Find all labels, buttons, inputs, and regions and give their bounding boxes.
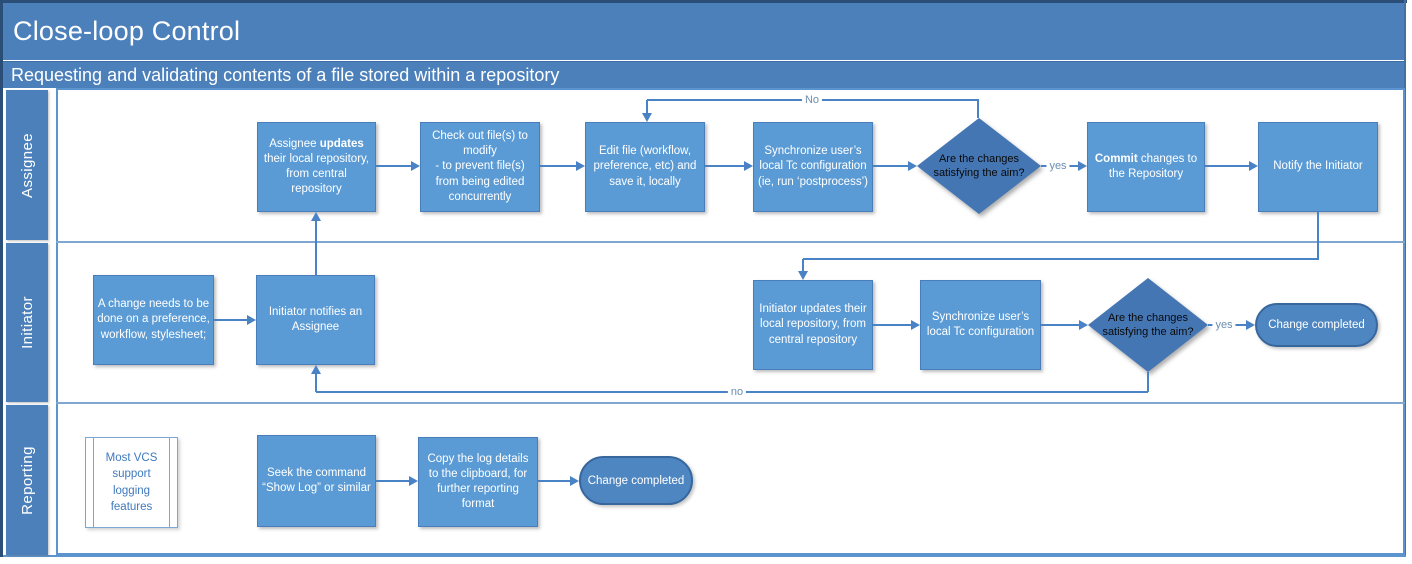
frame-top-border [0, 0, 1407, 3]
node-copy-log-details: Copy the log details to the clipboard, f… [418, 437, 538, 527]
line-segment [1147, 372, 1149, 392]
line-segment [873, 165, 908, 167]
diagram-subtitle: Requesting and validating contents of a … [11, 64, 560, 85]
decision-changes-satisfying-initiator: Are the changes satisfying the aim? [1088, 278, 1208, 372]
node-change-needed: A change needs to be done on a preferenc… [93, 275, 214, 365]
arrowhead-right [411, 161, 420, 171]
line-segment [540, 165, 576, 167]
arrowhead-down [642, 113, 652, 122]
lane-label-assignee: Assignee [6, 90, 48, 240]
edge-label-yes: yes [1046, 160, 1070, 172]
arrowhead-right [1079, 320, 1088, 330]
arrowhead-right [1249, 161, 1258, 171]
line-segment [315, 374, 317, 392]
line-segment [1205, 165, 1249, 167]
edge-label-no: No [801, 94, 823, 106]
node-checkout-files: Check out file(s) to modify - to prevent… [420, 122, 540, 212]
line-segment [538, 480, 570, 482]
arrowhead-right [1078, 161, 1087, 171]
line-segment [1317, 212, 1319, 259]
decision-changes-satisfying-assignee: Are the changes satisfying the aim? [917, 118, 1041, 214]
line-segment [376, 480, 409, 482]
arrowhead-right [911, 320, 920, 330]
lane-divider-assignee-initiator [56, 241, 1405, 243]
node-sync-tc-postprocess: Synchronize user’s local Tc configuratio… [753, 122, 873, 212]
line-segment [802, 259, 804, 272]
diagram-title-band: Close-loop Control [3, 3, 1404, 60]
edge-label-yes: yes [1212, 319, 1236, 331]
arrowhead-right [409, 476, 418, 486]
arrowhead-right [1246, 320, 1255, 330]
node-notify-initiator: Notify the Initiator [1258, 122, 1378, 212]
arrowhead-down [798, 271, 808, 280]
line-segment [977, 100, 979, 118]
terminator-change-completed-initiator: Change completed [1255, 303, 1378, 347]
diagram-subtitle-band: Requesting and validating contents of a … [3, 61, 1404, 88]
node-edit-file: Edit file (workflow, preference, etc) an… [585, 122, 705, 212]
arrowhead-up [311, 212, 321, 221]
line-segment [646, 100, 648, 114]
line-segment [873, 324, 911, 326]
arrowhead-right [744, 161, 753, 171]
edge-label-no: no [727, 386, 747, 398]
line-segment [376, 165, 411, 167]
arrowhead-right [247, 315, 256, 325]
diagram-title: Close-loop Control [13, 16, 241, 46]
node-seek-show-log: Seek the command “Show Log” or similar [257, 435, 376, 527]
line-segment [214, 319, 247, 321]
arrowhead-right [908, 161, 917, 171]
node-initiator-notifies-assignee: Initiator notifies an Assignee [256, 275, 375, 365]
line-segment [315, 221, 317, 275]
arrowhead-right [570, 476, 579, 486]
node-assignee-update-repo: Assignee updates their local repository,… [257, 122, 376, 212]
node-vcs-logging-note: Most VCS support logging features [85, 437, 178, 528]
lane-divider-initiator-reporting [56, 402, 1405, 404]
frame-right-border [1404, 0, 1406, 557]
line-segment [705, 165, 744, 167]
line-segment [1041, 324, 1079, 326]
node-initiator-update-repo: Initiator updates their local repository… [753, 280, 873, 370]
frame-left-border [0, 0, 3, 557]
node-initiator-sync-tc: Synchronize user’s local Tc configuratio… [920, 280, 1041, 370]
arrowhead-up [311, 365, 321, 374]
line-segment [803, 258, 1319, 260]
lane-label-initiator: Initiator [6, 243, 48, 402]
terminator-change-completed-reporting: Change completed [579, 456, 693, 505]
frame-bottom-border [3, 555, 1406, 557]
node-commit-changes: Commit changes to the Repository [1087, 122, 1205, 212]
lane-label-reporting: Reporting [6, 405, 48, 555]
arrowhead-right [576, 161, 585, 171]
